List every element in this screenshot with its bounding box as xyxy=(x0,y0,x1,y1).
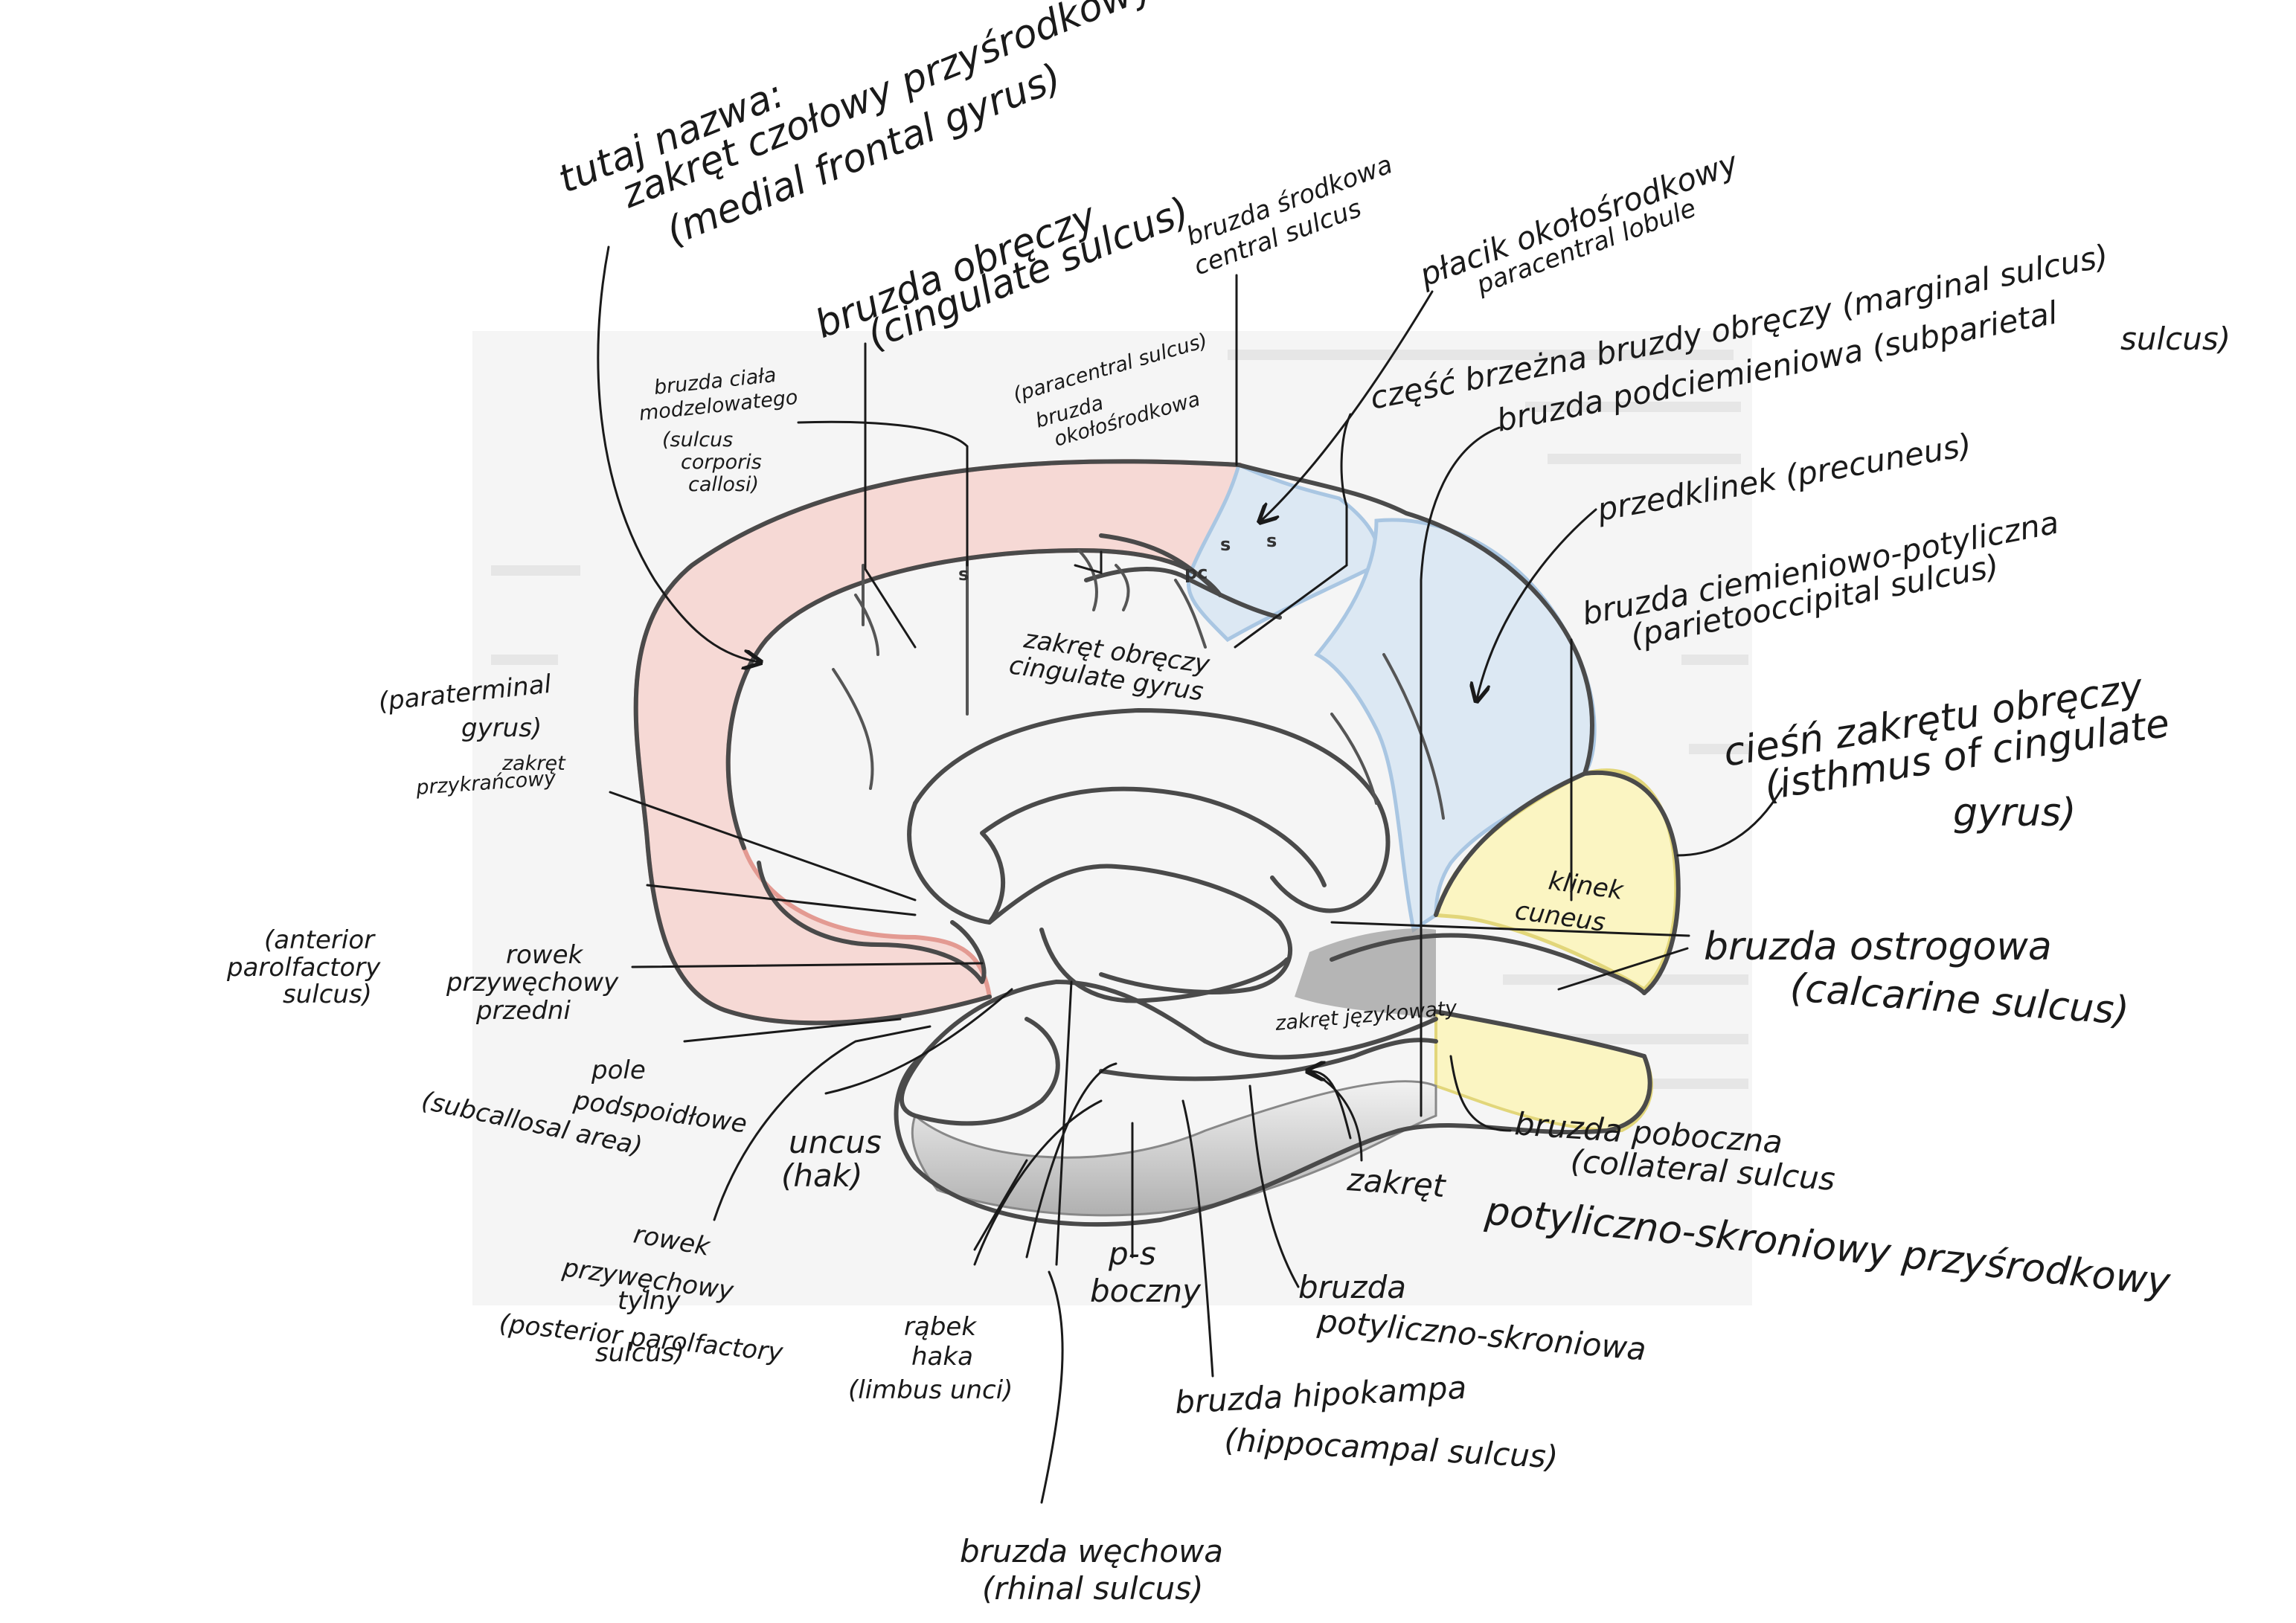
label-text: (limbus unci) xyxy=(848,1375,1013,1405)
abbr-s-1: s xyxy=(958,564,969,585)
label-text: bruzda xyxy=(1298,1269,1406,1305)
leader-lines xyxy=(597,245,1783,1504)
label-text: przywęchowy xyxy=(446,968,619,997)
inferior-outline xyxy=(894,1054,1652,1227)
label-text: sulcus) xyxy=(283,980,372,1009)
label-text: rowek xyxy=(506,940,584,970)
label-text: zakręt xyxy=(1345,1161,1447,1204)
parahippocampal-outline xyxy=(920,980,1438,1060)
label-text: uncus xyxy=(789,1124,882,1160)
gyrus-detail-7 xyxy=(1330,713,1378,805)
label-text: potyliczno-skroniowa xyxy=(1315,1302,1647,1367)
label-text: callosi) xyxy=(688,473,759,496)
label-text: rąbek xyxy=(904,1312,977,1342)
label-isthmus-cingulate: cieśń zakrętu obręczy (isthmus of cingul… xyxy=(1721,665,2172,835)
abbr-s-3: s xyxy=(1266,530,1277,551)
label-text: (anterior xyxy=(264,925,376,955)
label-rhinal-sulcus: bruzda węchowa (rhinal sulcus) xyxy=(960,1533,1223,1607)
occipital-underside xyxy=(1295,928,1436,1019)
label-text: gyrus) xyxy=(461,713,542,743)
cingulate-sulcus-posterior xyxy=(1084,567,1282,620)
label-text: boczny xyxy=(1090,1273,1202,1309)
cingulate-sulcus-line xyxy=(725,533,1222,850)
calcarine-line xyxy=(1330,933,1646,995)
paracentral-region xyxy=(1186,462,1381,643)
gyrus-detail-1 xyxy=(1077,549,1098,611)
uncus-outline xyxy=(900,1017,1060,1126)
posterior-outline xyxy=(1237,463,1681,995)
label-central-sulcus: bruzda środkowa central sulcus xyxy=(1182,150,1396,281)
abbr-s-2: s xyxy=(1220,534,1231,555)
outer-hemisphere-outline xyxy=(633,459,1241,1026)
label-text: gyrus) xyxy=(1953,791,2077,835)
paraterminal-outline xyxy=(757,861,987,984)
label-uncus: uncus (hak) xyxy=(781,1124,882,1194)
label-text: tylny xyxy=(618,1286,681,1316)
label-text: zakręt xyxy=(501,752,566,775)
label-text: p-s xyxy=(1108,1235,1156,1272)
label-anterior-parolfactory: (anterior parolfactory sulcus) xyxy=(226,925,381,1009)
label-rowek-przywechowy-przedni: rowek przywęchowy przedni xyxy=(446,940,619,1026)
label-text: sulcus) xyxy=(2120,321,2231,357)
label-text: (rhinal sulcus) xyxy=(982,1570,1203,1607)
abbr-pc: pc xyxy=(1184,562,1208,583)
corpus-callosum-inner xyxy=(907,786,1327,925)
label-calcarine-sulcus: bruzda ostrogowa (calcarine sulcus) xyxy=(1704,925,2131,1034)
gyrus-detail-2 xyxy=(1115,564,1130,611)
label-text: parolfactory xyxy=(226,953,381,983)
parietooccipital-line xyxy=(1434,771,1587,917)
label-text: przedni xyxy=(475,996,571,1026)
label-text: haka xyxy=(911,1342,973,1372)
label-text: bruzda węchowa xyxy=(960,1533,1223,1569)
gyrus-detail-4 xyxy=(854,594,879,656)
label-text: (sulcus xyxy=(662,428,733,451)
gyrus-detail-5 xyxy=(832,668,874,790)
brain-drawing xyxy=(633,459,1681,1227)
label-text: (calcarine sulcus) xyxy=(1789,965,2130,1034)
label-text: sulcus) xyxy=(595,1338,684,1368)
gyrus-detail-3 xyxy=(1174,579,1207,649)
label-text: (hippocampal sulcus) xyxy=(1223,1421,1559,1475)
calcarine-lower xyxy=(1434,1009,1646,1058)
label-text: bruzda ostrogowa xyxy=(1704,925,2052,969)
label-limbus-unci: rąbek haka (limbus unci) xyxy=(848,1312,1013,1405)
faded-print-text xyxy=(491,350,1748,1089)
label-text: bruzda hipokampa xyxy=(1174,1369,1467,1421)
label-text: (hak) xyxy=(781,1157,862,1194)
label-text: pole xyxy=(591,1055,646,1085)
label-ps-boczny: p-s boczny xyxy=(1090,1235,1202,1309)
label-hippocampal-sulcus: bruzda hipokampa (hippocampal sulcus) xyxy=(1174,1369,1559,1476)
label-paraterminal-gyrus: (paraterminal gyrus) zakręt przykrańcowy xyxy=(377,669,566,800)
label-text: corporis xyxy=(681,451,762,474)
corpus-callosum-outline xyxy=(913,708,1391,913)
thalamus-outline xyxy=(1039,928,1289,1003)
label-paracentral-lobule: płacik okołośrodkowy paracentral lobule xyxy=(1414,144,1744,301)
label-sulcus-corporis-callosi: bruzda ciała modzelowatego (sulcus corpo… xyxy=(638,364,798,496)
